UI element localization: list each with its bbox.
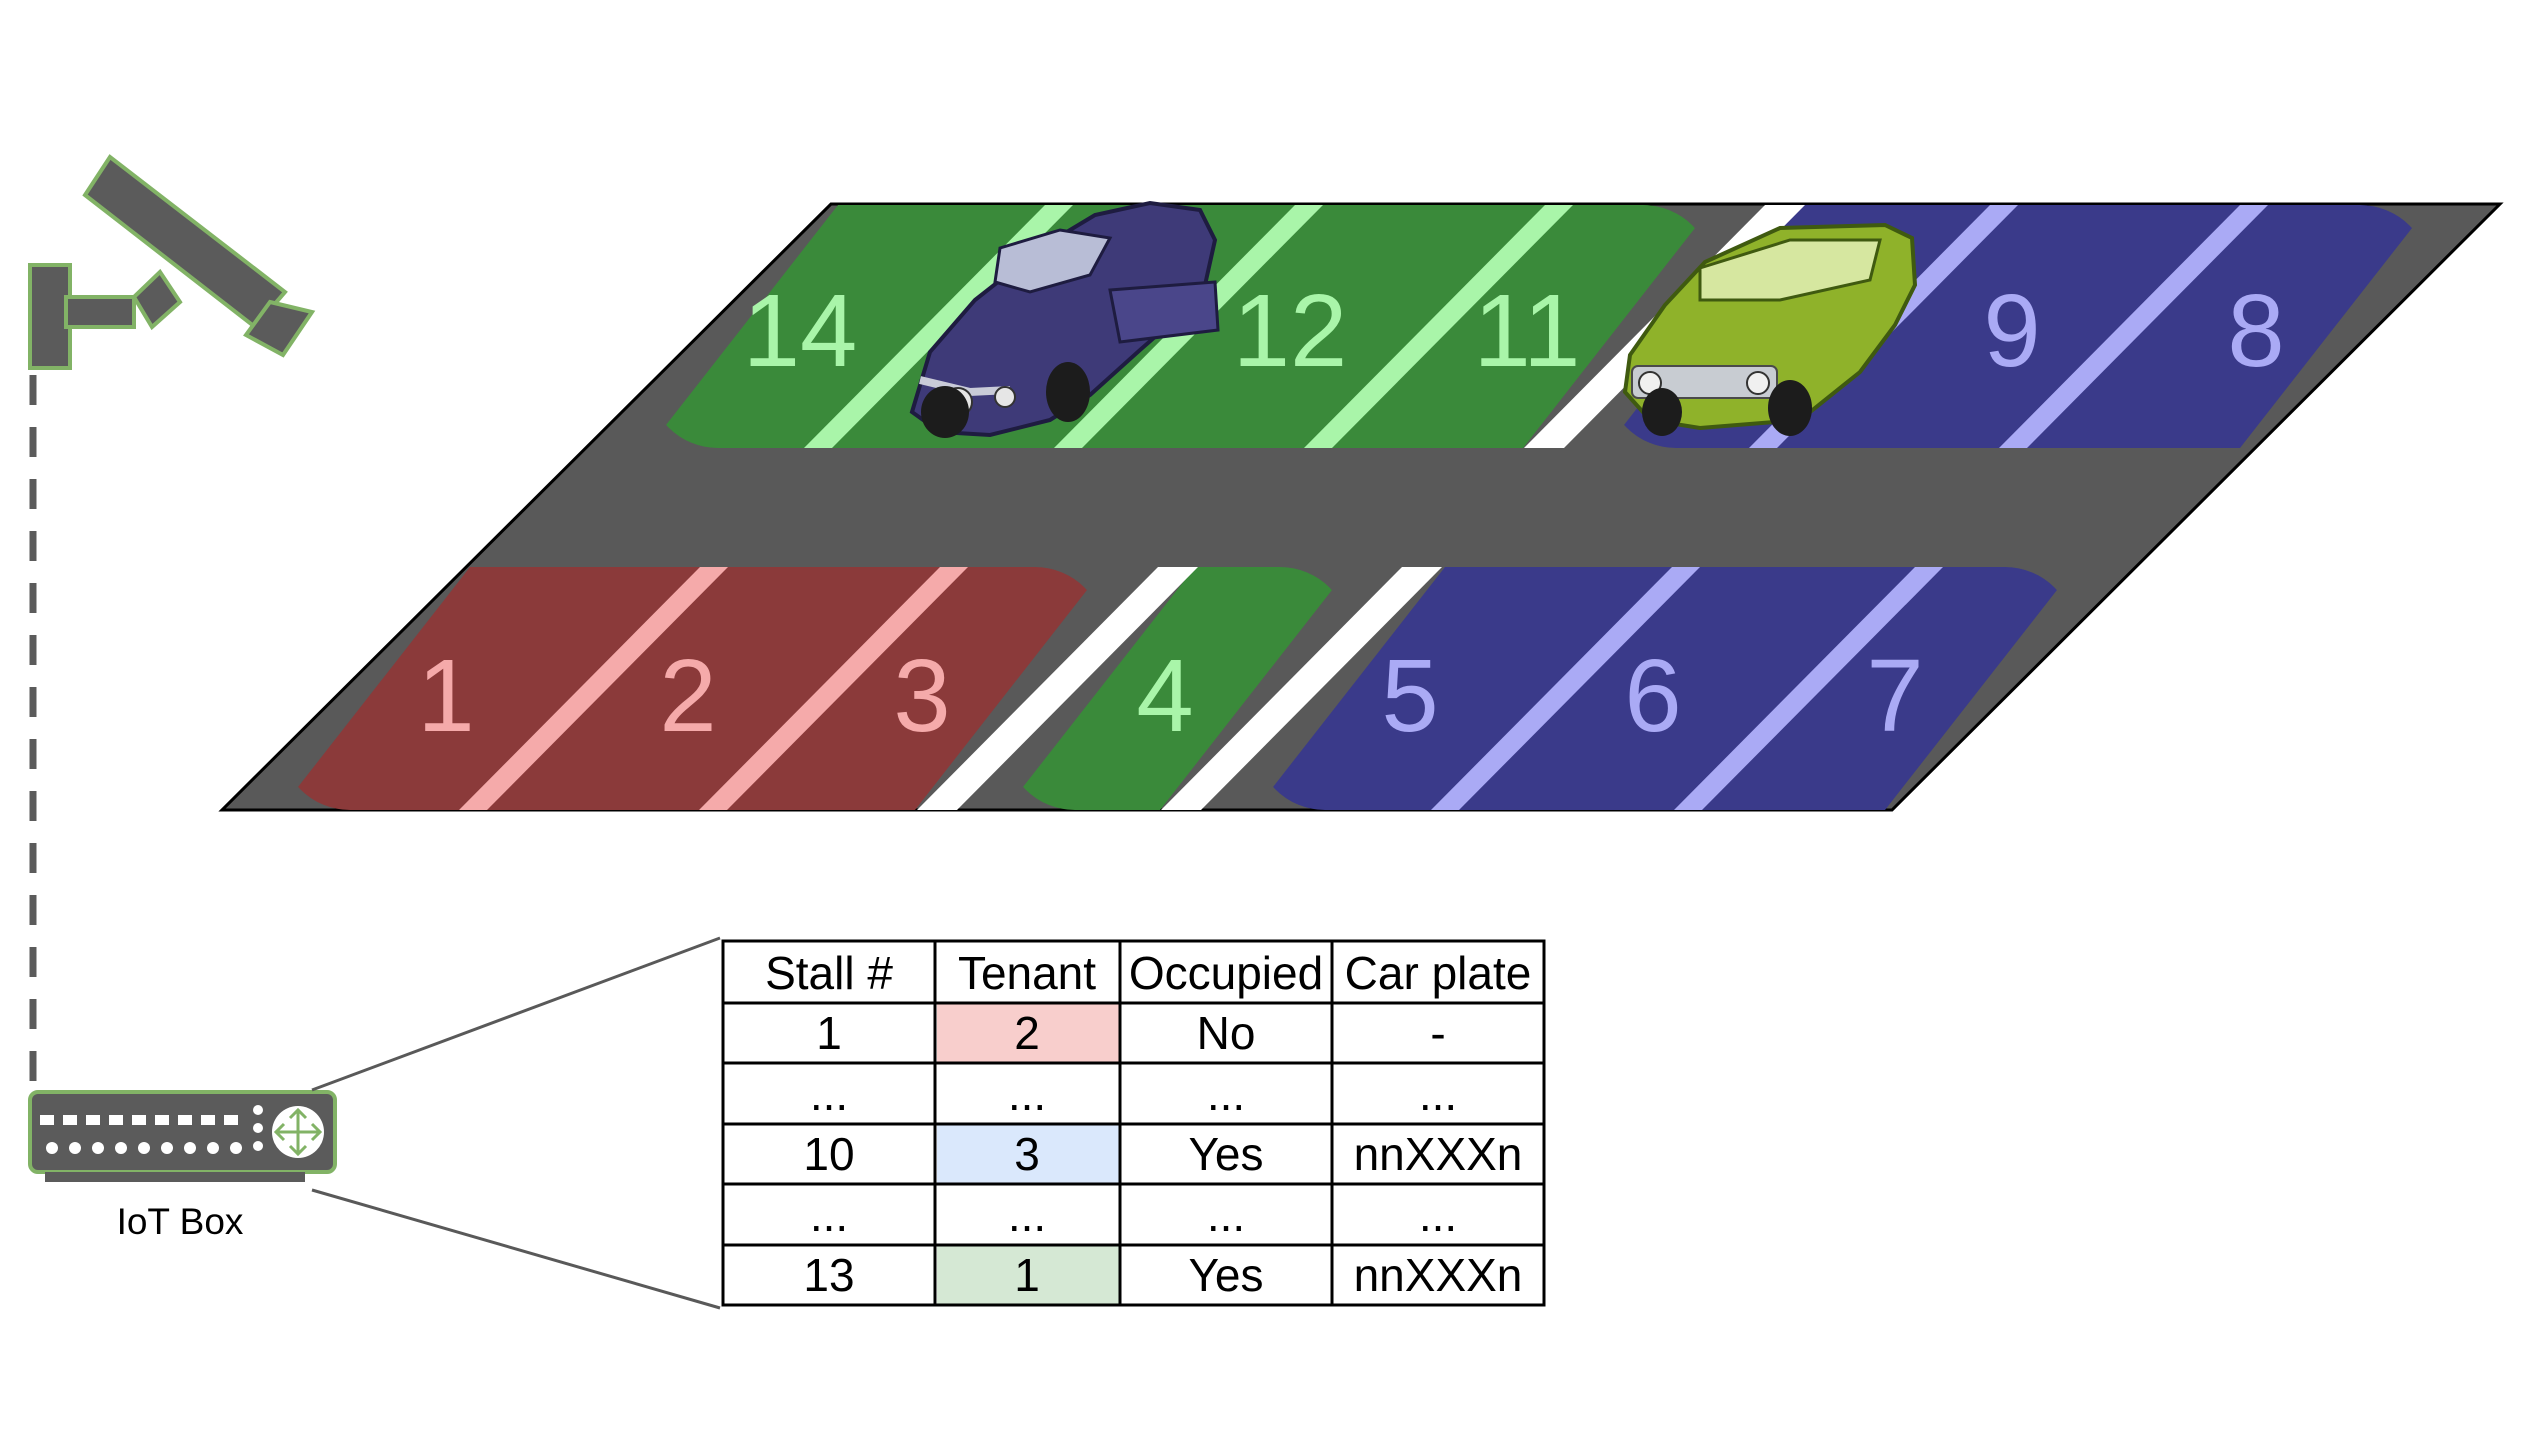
- table-cell: ...: [1207, 1068, 1245, 1120]
- column-header: Tenant: [958, 947, 1096, 999]
- table-cell: ...: [1419, 1189, 1457, 1241]
- column-header: Car plate: [1345, 947, 1532, 999]
- iot-box-label: IoT Box: [117, 1201, 244, 1242]
- table-cell: 1: [816, 1007, 842, 1059]
- stall-number: 12: [1233, 273, 1348, 388]
- stall-line: [1161, 567, 1442, 810]
- zone-bottom-green: [1005, 567, 1350, 810]
- green-station-wagon: [1622, 222, 1918, 436]
- callout-line: [311, 1188, 721, 1310]
- stall-line: [1304, 205, 1573, 448]
- column-header: Stall #: [765, 947, 893, 999]
- stall-number: 14: [743, 273, 858, 388]
- network-switch-icon: [28, 1090, 337, 1182]
- security-camera-icon: [28, 154, 316, 370]
- table-cell: ...: [810, 1068, 848, 1120]
- table-cell: 13: [803, 1249, 854, 1301]
- table-cell: -: [1430, 1007, 1445, 1059]
- stall-table: Stall # Tenant Occupied Car plate 1 2 No…: [721, 939, 1546, 1307]
- stall-number: 4: [1136, 638, 1193, 753]
- stall-line: [1999, 205, 2268, 448]
- stall-number: 2: [659, 638, 716, 753]
- stall-number: 9: [1983, 273, 2040, 388]
- stall-number: 7: [1866, 638, 1923, 753]
- table-cell: No: [1197, 1007, 1256, 1059]
- table-cell: nnXXXn: [1354, 1128, 1523, 1180]
- table-cell: nnXXXn: [1354, 1249, 1523, 1301]
- tenant-cell-bg: [937, 1003, 1119, 1063]
- stall-number: 5: [1381, 638, 1438, 753]
- stall-line: [1431, 567, 1700, 810]
- stall-line: [699, 567, 968, 810]
- stall-line: [459, 567, 728, 810]
- table-cell: ...: [1008, 1068, 1046, 1120]
- table-cell: 2: [1014, 1007, 1040, 1059]
- stall-line: [1674, 567, 1943, 810]
- stall-number: 1: [417, 638, 474, 753]
- table-cell: ...: [810, 1189, 848, 1241]
- tenant-cell-bg: [937, 1124, 1119, 1184]
- table-cell: Yes: [1188, 1128, 1263, 1180]
- table-cell: 3: [1014, 1128, 1040, 1180]
- stall-number: 6: [1624, 638, 1681, 753]
- column-header: Occupied: [1129, 947, 1323, 999]
- table-cell: ...: [1207, 1189, 1245, 1241]
- tenant-cell-bg: [937, 1245, 1119, 1305]
- table-cell: Yes: [1188, 1249, 1263, 1301]
- purple-sports-car: [909, 200, 1220, 438]
- table-cell: ...: [1419, 1068, 1457, 1120]
- stall-line: [917, 567, 1198, 810]
- stall-number: 8: [2227, 273, 2284, 388]
- callout-line: [311, 936, 721, 1092]
- table-cell: ...: [1008, 1189, 1046, 1241]
- table-cell: 10: [803, 1128, 854, 1180]
- stall-number: 11: [1474, 273, 1581, 388]
- stall-number: 3: [893, 638, 950, 753]
- table-cell: 1: [1014, 1249, 1040, 1301]
